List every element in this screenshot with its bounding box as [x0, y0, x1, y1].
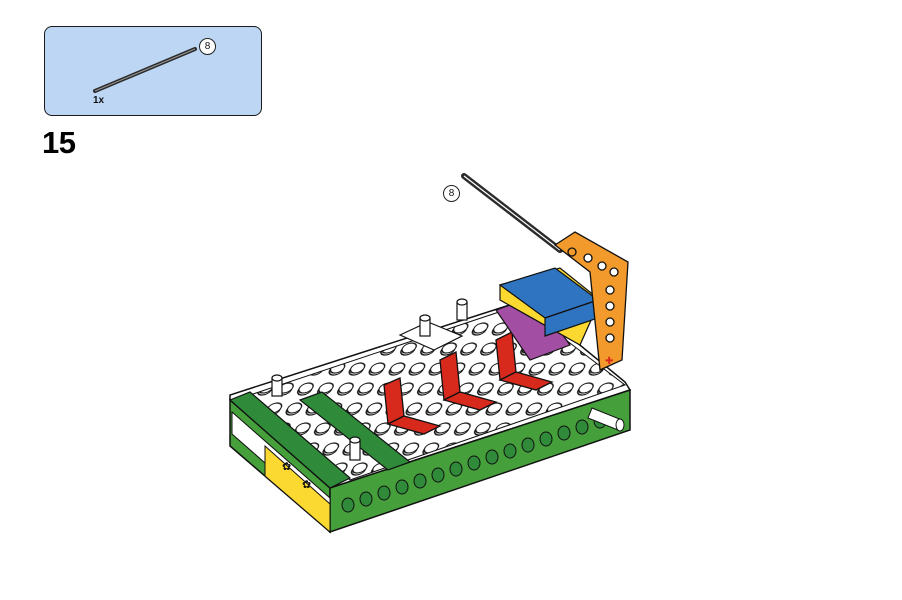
side-axle — [587, 407, 625, 432]
axle-insert-callout: 8 — [443, 185, 460, 202]
axle-insert — [461, 173, 563, 253]
parts-list-box: 8 1x — [44, 26, 262, 116]
axle-length-callout: 8 — [199, 38, 216, 55]
svg-text:✿: ✿ — [302, 479, 311, 491]
axle-part-icon — [93, 47, 197, 93]
green-tiles — [228, 391, 412, 489]
part-quantity: 1x — [93, 95, 105, 106]
white-tile-pins — [271, 298, 468, 461]
red-seats — [383, 330, 554, 435]
svg-text:✚: ✚ — [605, 356, 613, 367]
orange-liftarm: ✚ — [553, 231, 629, 371]
svg-text:✿: ✿ — [282, 461, 291, 473]
yellow-bricks: ✿ ✿ — [264, 444, 331, 534]
blue-yellow-bricks — [498, 267, 601, 346]
step-number: 15 — [42, 125, 76, 160]
